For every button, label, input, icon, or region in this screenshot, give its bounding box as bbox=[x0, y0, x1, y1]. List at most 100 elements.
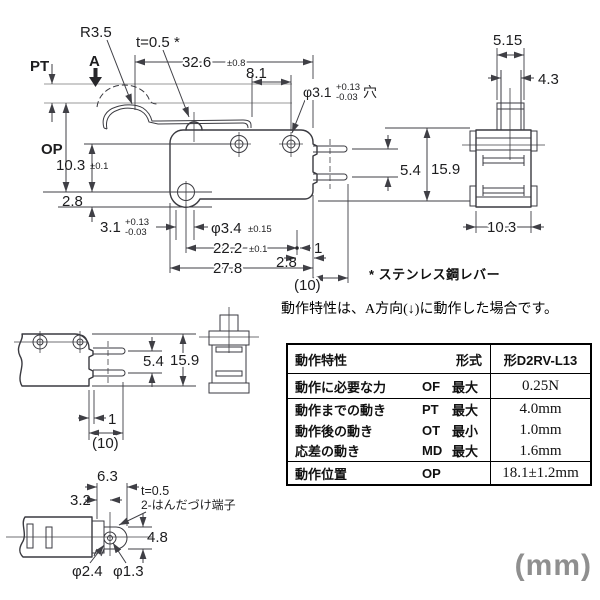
spec-md-qual: 最大 bbox=[452, 444, 479, 460]
s-leader-phi13 bbox=[112, 542, 127, 564]
spec-ot-code: OT bbox=[422, 422, 441, 438]
p-dim-text-1: 1 bbox=[108, 411, 116, 428]
dim-text-2-8: 2.8 bbox=[62, 193, 83, 210]
spec-pt-value: 4.0mm bbox=[519, 400, 562, 417]
front-terminal-2 bbox=[482, 187, 525, 194]
spec-md-value: 1.6mm bbox=[519, 442, 562, 459]
terminal-lower bbox=[313, 173, 348, 181]
spec-of-label: 動作に必要な力 bbox=[295, 379, 387, 395]
switch-body-outline bbox=[169, 129, 318, 208]
spec-op-code: OP bbox=[422, 465, 441, 481]
s-dim-text-6-3: 6.3 bbox=[97, 468, 118, 485]
mini-side-view bbox=[199, 307, 259, 394]
spec-op-label: 動作位置 bbox=[295, 466, 348, 482]
label-hole-dia: φ3.1 bbox=[303, 84, 332, 100]
spec-model-value: 形D2RV-L13 bbox=[503, 352, 578, 368]
s-dim-text-4-8: 4.8 bbox=[147, 529, 168, 546]
dim-text-3-1: 3.1 bbox=[100, 219, 121, 236]
mini-terminal-2 bbox=[215, 370, 243, 377]
dim-text-5-4: 5.4 bbox=[400, 162, 421, 179]
label-hole-dia-sup: +0.13 bbox=[336, 82, 360, 93]
dim-text-10-3-tol: ±0.1 bbox=[90, 161, 108, 172]
unit-label: (mm) bbox=[514, 549, 592, 582]
ear-top-right bbox=[530, 130, 538, 152]
lever-inner-edge bbox=[106, 107, 249, 130]
r35-leader bbox=[106, 39, 133, 105]
spec-md-label: 応差の動き bbox=[295, 444, 361, 460]
spec-ot-value: 1.0mm bbox=[519, 421, 562, 438]
spec-of-qual: 最大 bbox=[452, 379, 479, 395]
partial-terminal-2 bbox=[93, 369, 126, 377]
hole-dia-leader bbox=[291, 99, 306, 134]
bottom-hinge-hole bbox=[177, 181, 195, 204]
label-hole-dia-suffix: 穴 bbox=[363, 84, 377, 100]
top-mounting-hole-left bbox=[227, 132, 251, 157]
s-leader-phi24 bbox=[89, 544, 105, 564]
spec-ot-qual: 最小 bbox=[452, 423, 479, 439]
solder-view: 6.3 3.2 t=0.5 2-はんだづけ端子 4.8 φ2.4 φ1.3 bbox=[6, 468, 236, 580]
spec-row-of: 動作に必要な力 OF 最大 bbox=[288, 373, 490, 398]
label-thickness: t=0.5 * bbox=[136, 34, 180, 51]
spec-header-model: 形D2RV-L13 bbox=[490, 345, 590, 373]
spec-row-op: 動作位置 OP bbox=[288, 461, 490, 484]
s-label-terminal: 2-はんだづけ端子 bbox=[141, 498, 236, 512]
dim-text-15-9: 15.9 bbox=[431, 161, 460, 178]
front-terminal-1 bbox=[482, 157, 525, 164]
spec-pt-code: PT bbox=[422, 401, 439, 417]
spec-title: 動作特性 bbox=[295, 352, 348, 368]
dim-text-8-1: 8.1 bbox=[246, 65, 267, 82]
operation-note: 動作特性は、A方向(↓)に動作した場合です。 bbox=[281, 298, 558, 318]
dim-text-22-2: 22.2 bbox=[213, 240, 242, 257]
spec-pt-label: 動作までの動き bbox=[295, 402, 387, 418]
ear-top-left bbox=[469, 130, 477, 152]
dim-text-phi34: φ3.4 bbox=[211, 220, 242, 237]
spec-op-value: 18.1±1.2mm bbox=[490, 461, 590, 484]
dim-text-2-8b: 2.8 bbox=[276, 254, 297, 271]
dim-text-10-3: 10.3 bbox=[56, 157, 85, 174]
spec-ot-label: 動作後の動き bbox=[295, 423, 374, 439]
s-dim-text-phi24: φ2.4 bbox=[72, 563, 103, 580]
spec-table: 動作特性 形式 形D2RV-L13 動作に必要な力 OF 最大 0.25N 動作… bbox=[286, 343, 592, 486]
lever-material-note: * ステンレス鋼レバー bbox=[369, 267, 501, 282]
label-op: OP bbox=[41, 141, 63, 158]
dim-text-10ref: (10) bbox=[294, 277, 321, 294]
spec-pt-qual: 最大 bbox=[452, 402, 479, 418]
dim-text-3-1-sup: +0.13 bbox=[125, 217, 149, 228]
down-arrow-icon: ↓ bbox=[407, 302, 415, 317]
dim-text-1: 1 bbox=[314, 240, 322, 257]
dim-text-32-6: 32.6 bbox=[182, 54, 211, 71]
ear-bottom-right bbox=[530, 185, 538, 207]
top-mounting-hole-right bbox=[279, 132, 303, 157]
terminal-upper bbox=[313, 145, 348, 153]
partial-view: 5.4 15.9 1 (10) bbox=[14, 307, 259, 454]
lever-travel-arc bbox=[96, 84, 158, 108]
dim-text-5-15: 5.15 bbox=[493, 32, 522, 49]
s-dim-text-phi13: φ1.3 bbox=[113, 563, 144, 580]
solder-body bbox=[19, 516, 93, 558]
lever-outer-edge bbox=[102, 104, 252, 129]
main-view: R3.5 t=0.5 * PT A 32.6 ±0.8 8.1 φ3.1 +0.… bbox=[30, 24, 470, 296]
operation-note-pre: 動作特性は、A方向( bbox=[281, 302, 408, 317]
label-hole-dia-sub: -0.03 bbox=[336, 92, 358, 103]
partial-terminal-1 bbox=[93, 347, 126, 355]
ear-bottom-left bbox=[469, 185, 477, 207]
label-a: A bbox=[89, 53, 100, 70]
dim-text-phi34-tol: ±0.15 bbox=[248, 224, 272, 235]
solder-slot-2 bbox=[45, 526, 53, 549]
direction-a-arrow bbox=[89, 68, 102, 87]
spec-of-code: OF bbox=[422, 378, 441, 394]
dim-text-22-2-tol: ±0.1 bbox=[249, 244, 267, 255]
dim-text-front-10-3: 10.3 bbox=[487, 219, 516, 236]
front-view: 5.15 4.3 10.3 bbox=[462, 32, 559, 238]
dim-text-4-3: 4.3 bbox=[538, 71, 559, 88]
operation-note-post: )に動作した場合です。 bbox=[414, 302, 559, 317]
label-pt: PT bbox=[30, 58, 49, 75]
p-dim-text-10ref: (10) bbox=[92, 435, 119, 452]
s-terminal-leader bbox=[118, 511, 147, 526]
dim-text-27-8: 27.8 bbox=[213, 260, 242, 277]
spec-travel-values: 4.0mm 1.0mm 1.6mm bbox=[490, 398, 590, 461]
spec-header-left: 動作特性 形式 bbox=[288, 345, 490, 373]
solder-slot-1 bbox=[26, 523, 34, 549]
